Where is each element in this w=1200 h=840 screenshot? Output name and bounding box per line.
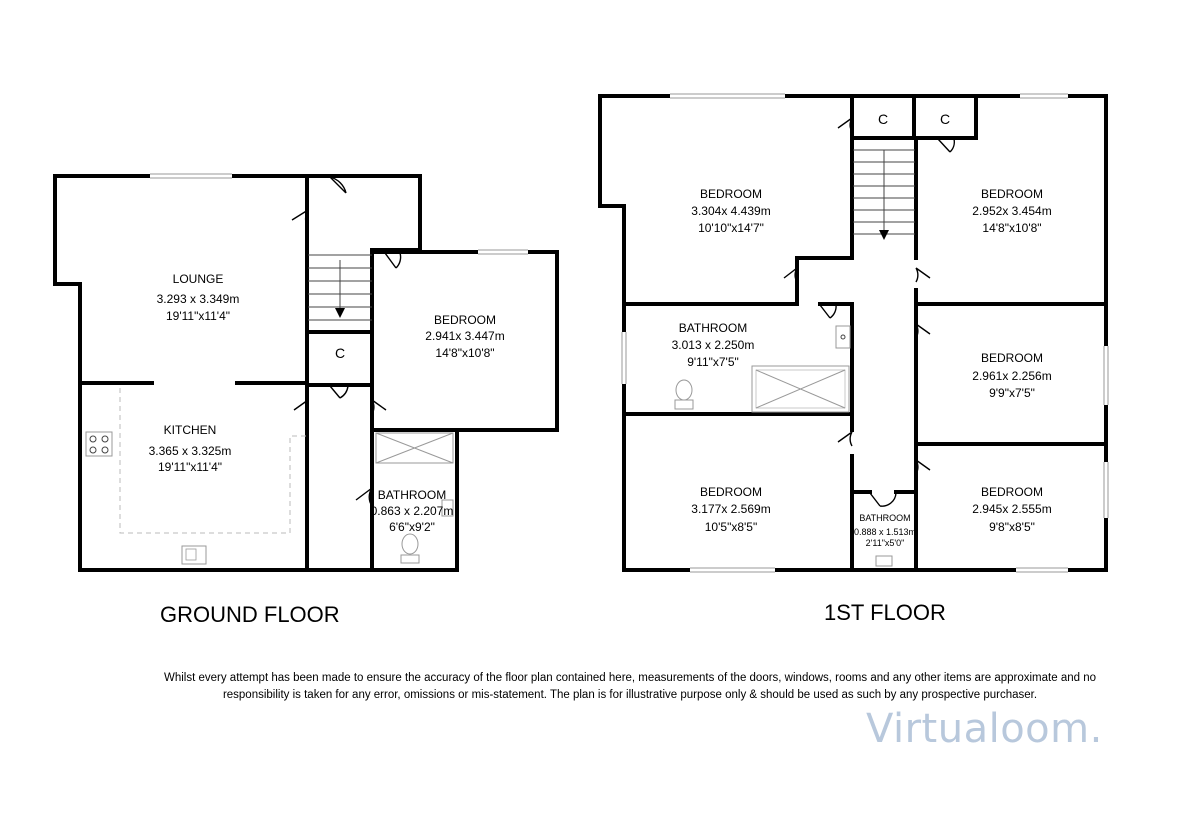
ff-bedroom-5-metric: 2.945x 2.555m xyxy=(972,502,1051,516)
ff-bedroom-2-imperial: 14'8"x10'8" xyxy=(982,221,1041,235)
ff-bedroom-1-metric: 3.304x 4.439m xyxy=(691,204,770,218)
ff-bathroom-small-imperial: 2'11"x5'0" xyxy=(866,538,905,548)
door-swing xyxy=(783,267,798,283)
gf-bedroom-metric: 2.941x 3.447m xyxy=(425,329,504,343)
bath-icon xyxy=(751,365,850,413)
ff-bedroom-2-metric: 2.952x 3.454m xyxy=(972,204,1051,218)
sink-icon xyxy=(181,545,207,565)
lounge-metric: 3.293 x 3.349m xyxy=(157,292,240,306)
door-swing xyxy=(329,176,347,194)
basin-icon xyxy=(441,499,454,517)
ground-floor-plan: LOUNGE 3.293 x 3.349m 19'11"x11'4" KITCH… xyxy=(53,173,559,572)
gf-bathroom-name: BATHROOM xyxy=(378,488,446,502)
toilet-icon xyxy=(875,555,893,567)
door-swing xyxy=(837,431,853,447)
door-swing xyxy=(869,492,897,507)
ff-bedroom-5-name: BEDROOM xyxy=(981,485,1043,499)
door-swing xyxy=(915,459,931,475)
ff-bedroom-4-imperial: 10'5"x8'5" xyxy=(705,520,757,534)
ff-bathroom-main-name: BATHROOM xyxy=(679,321,747,335)
kitchen-worktop xyxy=(119,388,307,534)
staircase xyxy=(853,149,915,240)
kitchen-name: KITCHEN xyxy=(164,423,217,437)
gf-bathroom-imperial: 6'6"x9'2" xyxy=(389,520,435,534)
ff-bedroom-1-name: BEDROOM xyxy=(700,187,762,201)
kitchen-imperial: 19'11"x11'4" xyxy=(158,460,222,474)
ff-cupboard-1-label: C xyxy=(878,111,888,127)
hob-icon xyxy=(85,431,113,457)
door-swing xyxy=(384,252,402,269)
gf-bedroom-name: BEDROOM xyxy=(434,313,496,327)
gf-bedroom-imperial: 14'8"x10'8" xyxy=(435,346,494,360)
basin-icon xyxy=(835,325,851,349)
door-swing xyxy=(371,399,387,415)
kitchen-metric: 3.365 x 3.325m xyxy=(149,444,232,458)
door-swing xyxy=(355,487,373,507)
ff-bedroom-5-imperial: 9'8"x8'5" xyxy=(989,520,1035,534)
lounge-name: LOUNGE xyxy=(173,272,224,286)
door-swing xyxy=(329,385,349,399)
ff-bedroom-4-name: BEDROOM xyxy=(700,485,762,499)
door-swing xyxy=(837,117,853,133)
ff-bedroom-3-imperial: 9'9"x7'5" xyxy=(989,386,1035,400)
toilet-icon xyxy=(400,533,420,564)
ff-bathroom-small-name: BATHROOM xyxy=(859,513,910,523)
staircase xyxy=(308,254,372,321)
ff-bedroom-3-metric: 2.961x 2.256m xyxy=(972,369,1051,383)
door-swing xyxy=(937,138,956,153)
toilet-icon xyxy=(674,379,694,410)
ff-bedroom-4-metric: 3.177x 2.569m xyxy=(691,502,770,516)
ff-bedroom-3-name: BEDROOM xyxy=(981,351,1043,365)
ff-bedroom-1-imperial: 10'10"x14'7" xyxy=(698,221,764,235)
ff-bathroom-small-metric: 0.888 x 1.513m xyxy=(854,527,916,537)
door-swing xyxy=(915,267,931,283)
ground-floor-title: GROUND FLOOR xyxy=(160,602,340,627)
first-floor-outer-wall xyxy=(598,94,1108,572)
ff-bathroom-main-metric: 3.013 x 2.250m xyxy=(672,338,755,352)
ff-bedroom-2-name: BEDROOM xyxy=(981,187,1043,201)
door-swing xyxy=(291,209,309,229)
door-swing xyxy=(293,399,309,415)
brand-logo: Virtualoom. xyxy=(866,706,1103,752)
door-swing xyxy=(915,323,931,339)
shower-tray-icon xyxy=(375,432,454,464)
door-swing xyxy=(819,304,837,319)
disclaimer-text: Whilst every attempt has been made to en… xyxy=(163,672,1096,701)
first-floor-title: 1ST FLOOR xyxy=(824,600,946,625)
ff-bathroom-main-imperial: 9'11"x7'5" xyxy=(687,355,739,369)
first-floor-plan: C C BEDROOM 3.304x 4.439m 10'10"x14'7" B… xyxy=(598,93,1109,573)
lounge-imperial: 19'11"x11'4" xyxy=(166,309,230,323)
ff-cupboard-2-label: C xyxy=(940,111,950,127)
gf-cupboard-label: C xyxy=(335,345,345,361)
gf-bathroom-metric: 0.863 x 2.207m xyxy=(371,504,454,518)
